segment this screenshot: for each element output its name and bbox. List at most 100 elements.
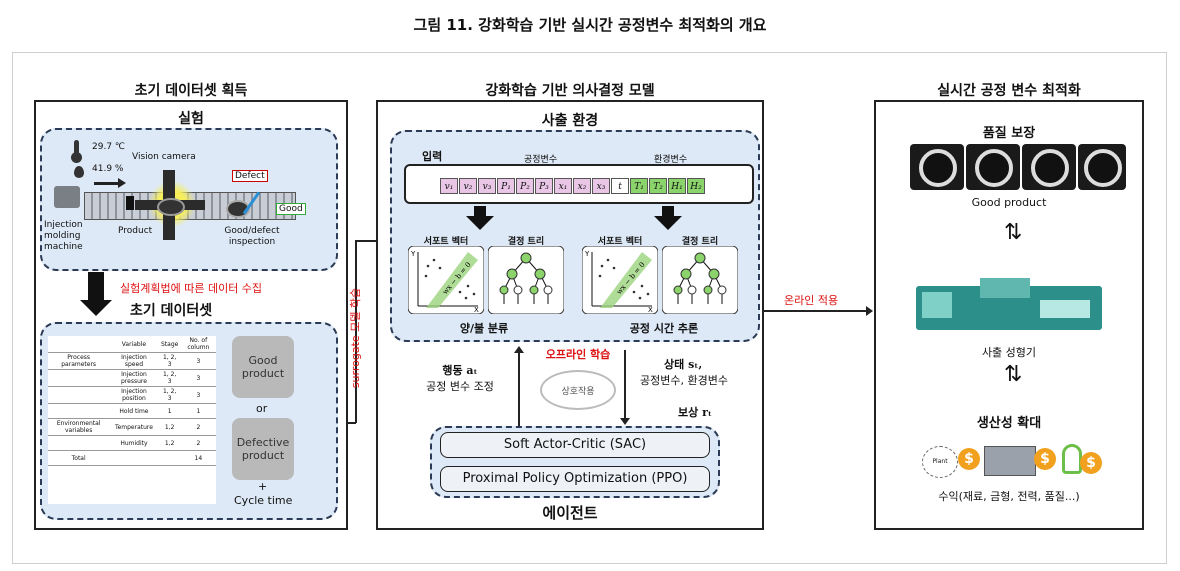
inspection-label: Good/defect inspection xyxy=(224,226,280,247)
quality-title: 품질 보장 xyxy=(982,126,1036,141)
dataset-table-area: Variable Stage No. of column Process par… xyxy=(48,336,216,504)
table-cell: 14 xyxy=(180,450,216,466)
table-cell: Hold time xyxy=(109,403,159,419)
middle-title: 강화학습 기반 의사결정 모델 xyxy=(485,83,655,99)
input-cell: H₂ xyxy=(687,178,705,194)
y-axis-label: Y xyxy=(410,250,416,258)
table-cell xyxy=(109,450,159,466)
svm-label-1: 서포트 벡터 xyxy=(423,237,469,247)
svm-points xyxy=(424,258,476,300)
temperature-value: 29.7 ℃ xyxy=(92,142,126,152)
left-title: 초기 데이터셋 획득 xyxy=(134,83,248,99)
tree-label-2: 결정 트리 xyxy=(681,237,719,247)
agent-label: 에이전트 xyxy=(542,504,598,522)
good-label: Good xyxy=(276,203,306,215)
online-arrow-head xyxy=(866,306,873,316)
defect-label: Defect xyxy=(232,170,268,182)
product-on-belt xyxy=(157,198,185,216)
action-label: 행동 aₜ xyxy=(442,364,478,377)
thermometer-bulb xyxy=(71,152,82,163)
table-cell xyxy=(48,435,110,451)
tree-chart-2 xyxy=(662,246,738,314)
action-sub-label: 공정 변수 조정 xyxy=(426,380,494,393)
down-arrow-head xyxy=(80,300,112,316)
reward-label: 보상 rₜ xyxy=(678,406,712,419)
dataset-table: Variable Stage No. of column Process par… xyxy=(48,336,216,466)
power-plug-icon xyxy=(1062,444,1082,474)
table-cell: 1,2 xyxy=(158,418,181,436)
table-cell xyxy=(48,369,110,387)
interaction-label: 상호작용 xyxy=(561,387,595,397)
revenue-label: 수익(재료, 금형, 전력, 품질...) xyxy=(938,490,1080,503)
table-cell: Injection speed xyxy=(109,352,159,370)
molded-product-image xyxy=(1078,144,1126,190)
molded-product-image xyxy=(910,144,964,190)
tree-nodes xyxy=(499,252,553,295)
env-title: 사출 환경 xyxy=(541,113,599,129)
input-cell: x₃ xyxy=(592,178,610,194)
flow-arrow-head xyxy=(118,178,126,188)
table-header: Variable xyxy=(109,336,159,353)
sac-box: Soft Actor-Critic (SAC) xyxy=(440,432,710,458)
input-arrow-right-shaft xyxy=(662,206,674,218)
bidirectional-arrow-icon: ⇅ xyxy=(1004,362,1023,387)
process-vars-label: 공정변수 xyxy=(524,155,558,165)
svm-points xyxy=(598,258,650,300)
input-arrow-left-head xyxy=(466,216,494,230)
input-cell: H₁ xyxy=(668,178,686,194)
bidirectional-arrow-icon: ⇅ xyxy=(1004,220,1023,245)
offline-label: 오프라인 학습 xyxy=(545,348,611,361)
productivity-title: 생산성 확대 xyxy=(976,416,1042,431)
state-arrow-head xyxy=(620,418,630,425)
input-arrow-right-head xyxy=(654,216,682,230)
good-product-label: Good product xyxy=(971,196,1047,209)
input-cell: T₂ xyxy=(649,178,667,194)
product-label: Product xyxy=(118,226,153,236)
state-arrow-line xyxy=(624,350,626,420)
table-cell: Environmental variables xyxy=(48,418,110,436)
tree-edges xyxy=(677,257,723,304)
connector-v xyxy=(355,240,357,423)
molded-product-image xyxy=(1022,144,1076,190)
humidity-drop-icon xyxy=(74,166,84,178)
vision-camera-label: Vision camera xyxy=(132,152,196,162)
down-arrow-shaft xyxy=(88,272,104,302)
table-header-row: Variable Stage No. of column xyxy=(48,336,216,353)
table-cell: 1, 2, 3 xyxy=(158,369,181,387)
machine-label: 사출 성형기 xyxy=(981,346,1037,359)
svm-chart-2: wx − b = 0 Y X xyxy=(582,246,658,314)
table-cell: Temperature xyxy=(109,418,159,436)
injection-molding-label: Injection molding machine xyxy=(44,220,83,252)
x-axis-label: X xyxy=(648,306,653,314)
table-cell: 1 xyxy=(180,403,216,419)
ppo-box: Proximal Policy Optimization (PPO) xyxy=(440,466,710,492)
table-cell xyxy=(158,450,181,466)
plant-icon: Plant xyxy=(922,446,958,478)
tree-edges xyxy=(503,257,549,304)
input-cell: x₁ xyxy=(554,178,572,194)
table-header: No. of column xyxy=(180,336,216,353)
table-cell: Process parameters xyxy=(48,352,110,370)
table-cell xyxy=(48,403,110,419)
state-label: 상태 sₜ, xyxy=(664,358,703,371)
svm-margin-band xyxy=(426,252,478,308)
data-collection-label: 실험계획법에 따른 데이터 수집 xyxy=(120,282,263,295)
tree-nodes xyxy=(673,252,727,295)
defective-product-sample: Defective product xyxy=(232,418,294,480)
good-product-sample: Good product xyxy=(232,336,294,398)
figure-frame xyxy=(12,52,1167,564)
input-cell: t xyxy=(611,178,629,194)
connector-h1 xyxy=(348,422,356,424)
initial-dataset-title: 초기 데이터셋 xyxy=(130,303,213,319)
table-cell: 3 xyxy=(180,352,216,370)
input-cell: P₁ xyxy=(497,178,515,194)
input-cell: v₂ xyxy=(459,178,477,194)
surrogate-label: surrogate 모델 학습 xyxy=(349,287,362,389)
svm-label-2: 서포트 벡터 xyxy=(597,237,643,247)
table-cell: Injection position xyxy=(109,386,159,404)
machine-panel xyxy=(922,292,952,318)
